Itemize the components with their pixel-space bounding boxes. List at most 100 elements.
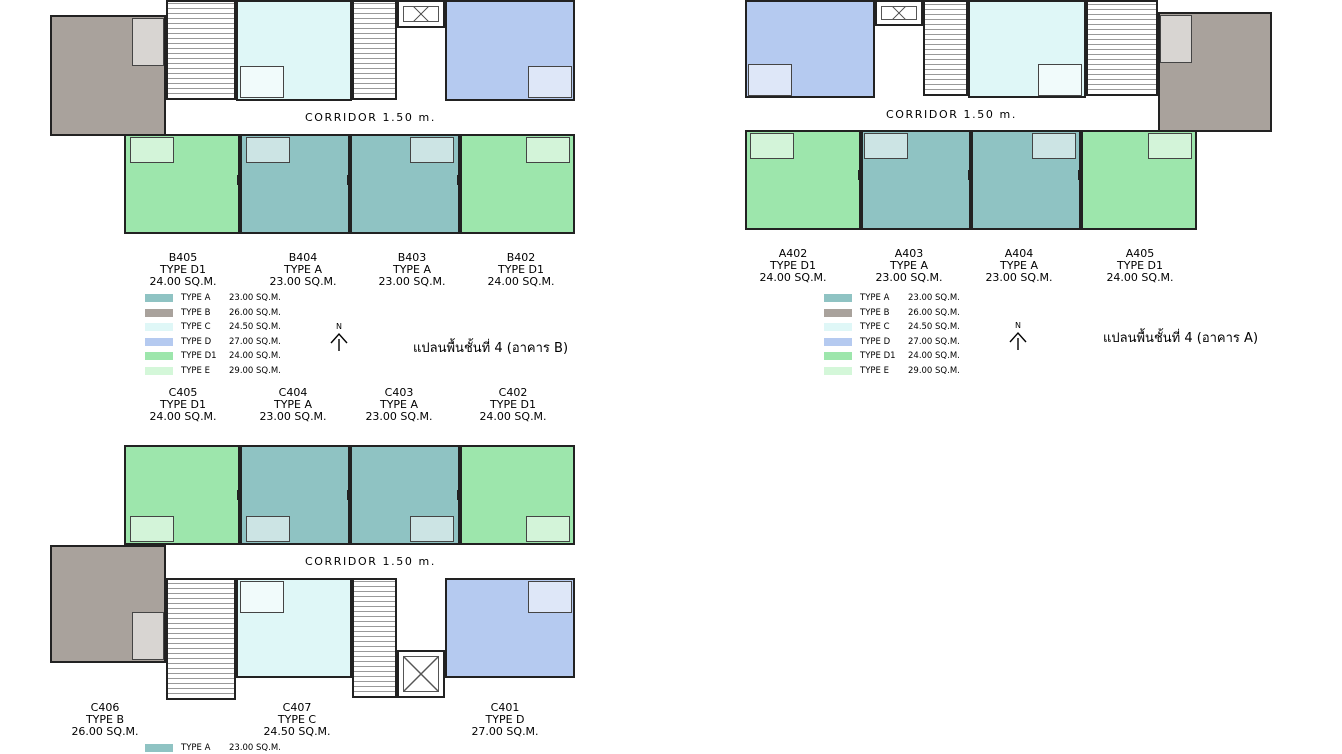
bathroom [240,66,284,98]
unit-c403 [350,445,460,545]
legend-area: 26.00 SQ.M. [908,307,960,318]
unit-label-c401: C401 TYPE D 27.00 SQ.M. [450,702,560,738]
unit-label-a405: A405 TYPE D1 24.00 SQ.M. [1085,248,1195,284]
unit-type: TYPE D1 [160,263,206,276]
unit-label-c403: C403 TYPE A 23.00 SQ.M. [344,387,454,423]
stairwell [352,0,397,100]
unit-area: 24.00 SQ.M. [149,275,217,288]
unit-area: 23.00 SQ.M. [875,271,943,284]
unit-code: C402 [498,386,528,399]
unit-label-c407: C407 TYPE C 24.50 SQ.M. [242,702,352,738]
unit-code: B402 [506,251,536,264]
unit-label-c402: C402 TYPE D1 24.00 SQ.M. [458,387,568,423]
unit-type: TYPE D1 [770,259,816,272]
legend-type: TYPE B [181,307,211,318]
unit-area: 23.00 SQ.M. [365,410,433,423]
legend-swatch [824,308,852,317]
stairwell [923,0,968,96]
stairwell [166,0,236,100]
unit-code: B405 [168,251,198,264]
bathroom [750,133,794,159]
legend-swatch [145,337,173,346]
divider-wall [457,175,462,185]
unit-a405 [1081,130,1197,230]
unit-a-type-d-top [745,0,875,98]
legend-type: TYPE A [860,293,890,304]
unit-label-c405: C405 TYPE D1 24.00 SQ.M. [128,387,238,423]
unit-area: 24.00 SQ.M. [149,410,217,423]
unit-area: 24.00 SQ.M. [1106,271,1174,284]
unit-label-b403: B403 TYPE A 23.00 SQ.M. [357,252,467,288]
bathroom [1160,15,1192,63]
legend-swatch [145,308,173,317]
legend-type: TYPE D [181,336,212,347]
unit-type: TYPE D1 [498,263,544,276]
unit-area: 23.00 SQ.M. [259,410,327,423]
legend-area: 24.50 SQ.M. [229,322,281,333]
bathroom [246,137,290,163]
unit-label-c404: C404 TYPE A 23.00 SQ.M. [238,387,348,423]
corridor: CORRIDOR 1.50 m. [745,98,1158,130]
legend-type: TYPE D1 [181,351,217,362]
unit-type: TYPE A [392,263,432,276]
unit-code: B403 [397,251,427,264]
legend-area: 24.50 SQ.M. [908,322,960,333]
unit-type: TYPE D1 [1117,259,1163,272]
bathroom [130,516,174,542]
stairwell [1086,0,1158,96]
unit-area: 24.50 SQ.M. [263,725,331,738]
unit-type: TYPE D1 [160,398,206,411]
unit-code: A405 [1125,247,1155,260]
unit-area: 24.00 SQ.M. [487,275,555,288]
bathroom [132,612,164,660]
bathroom [246,516,290,542]
corridor-label: CORRIDOR 1.50 m. [886,107,1017,121]
unit-area: 24.00 SQ.M. [479,410,547,423]
divider-wall [457,490,462,500]
legend-swatch [824,352,852,361]
bathroom [528,66,572,98]
unit-a-type-b-top [1158,12,1272,132]
legend-area: 29.00 SQ.M. [908,365,960,376]
unit-type: TYPE A [283,263,323,276]
elevator [397,0,445,28]
unit-area: 24.00 SQ.M. [759,271,827,284]
north-arrow-icon: N [328,322,350,356]
legend-area: 23.00 SQ.M. [229,293,281,304]
legend-type: TYPE A [181,742,211,753]
unit-label-a402: A402 TYPE D1 24.00 SQ.M. [738,248,848,284]
unit-code: A402 [778,247,808,260]
unit-c402 [460,445,575,545]
north-label: N [1015,321,1021,330]
unit-type: TYPE A [999,259,1039,272]
legend-swatch [145,294,173,303]
bathroom [1148,133,1192,159]
bathroom [526,137,570,163]
unit-type: TYPE A [273,398,313,411]
legend-swatch [145,743,173,752]
bathroom [528,581,572,613]
unit-label-a404: A404 TYPE A 23.00 SQ.M. [964,248,1074,284]
unit-a402 [745,130,861,230]
legend-swatch [145,352,173,361]
divider-wall [858,170,863,180]
bathroom [240,581,284,613]
unit-area: 26.00 SQ.M. [71,725,139,738]
legend-area: 24.00 SQ.M. [908,351,960,362]
floor-plan-title-a: แปลนพื้นชั้นที่ 4 (อาคาร A) [1103,331,1259,346]
unit-label-b402: B402 TYPE D1 24.00 SQ.M. [466,252,576,288]
unit-a-type-c-top [968,0,1086,98]
unit-type: TYPE B [85,713,125,726]
unit-c405 [124,445,240,545]
unit-type: TYPE A [889,259,929,272]
stairwell [352,578,397,698]
legend-swatch [145,323,173,332]
